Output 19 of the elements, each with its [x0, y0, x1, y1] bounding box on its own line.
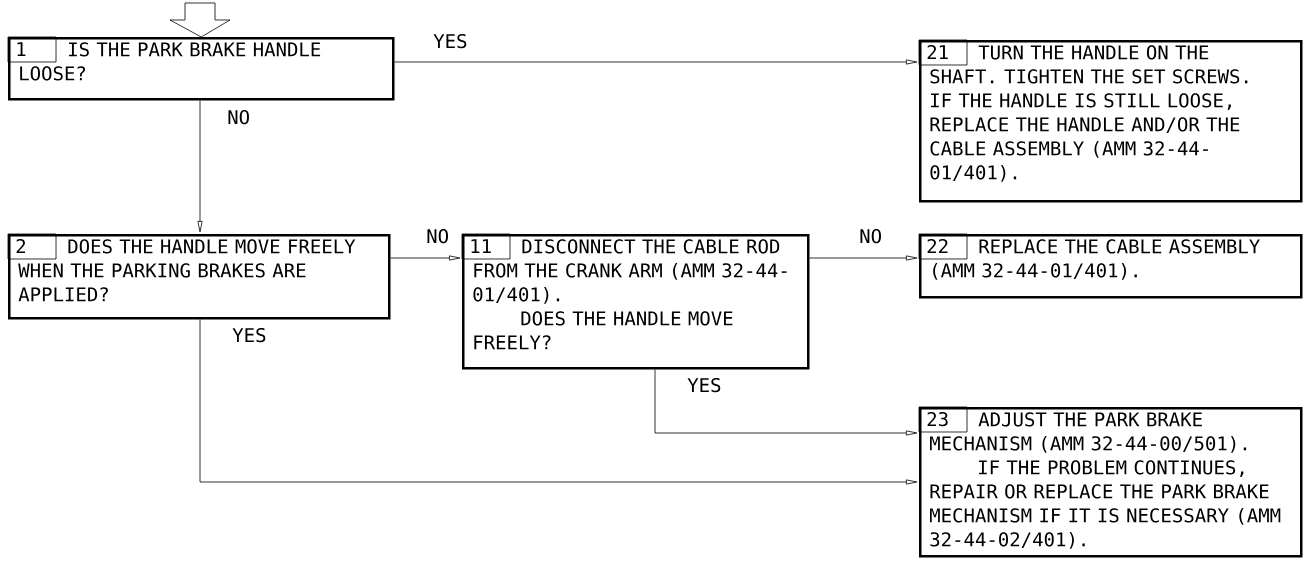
edge-label: NO: [226, 108, 252, 126]
step-box: 23 ADJUST THE PARK BRAKE MECHANISM (AMM 32-44-00/501). IF THE PROBLEM CONTINUES, REPAIR OR REPLACE THE PARK BRAKE MECHANISM IF IT IS NECESSARY (AMM 32-44-02/401).: [918, 406, 1303, 558]
arrow: [809, 255, 918, 261]
step-box: 21 TURN THE HANDLE ON THE SHAFT. TIGHTEN THE SET SCREWS. IF THE HANDLE IS STILL LOOSE, REPLACE THE HANDLE AND/OR THE CABLE ASSEMBLY (AMM 32-44-01/401).: [918, 39, 1303, 203]
arrow: [654, 369, 918, 436]
step-box: 11 DISCONNECT THE CABLE ROD FROM THE CRANK ARM (AMM 32-44-01/401). DOES THE HANDLE MOVE FREELY?: [461, 233, 810, 370]
edge-label: NO: [858, 227, 884, 245]
step-box: 22 REPLACE THE CABLE ASSEMBLY (AMM 32-44-01/401).: [918, 233, 1303, 299]
edge-label: YES: [231, 326, 268, 344]
entry-arrow: [169, 2, 231, 38]
step-box: 1 IS THE PARK BRAKE HANDLE LOOSE?: [7, 36, 395, 101]
edge-label: YES: [686, 376, 723, 394]
arrow: [390, 255, 461, 261]
arrow: [394, 59, 918, 65]
step-box: 2 DOES THE HANDLE MOVE FREELY WHEN THE PARKING BRAKES ARE APPLIED?: [7, 233, 391, 320]
edge-label: NO: [425, 227, 451, 245]
arrow: [199, 319, 918, 485]
arrow: [197, 100, 203, 233]
edge-label: YES: [432, 32, 469, 50]
